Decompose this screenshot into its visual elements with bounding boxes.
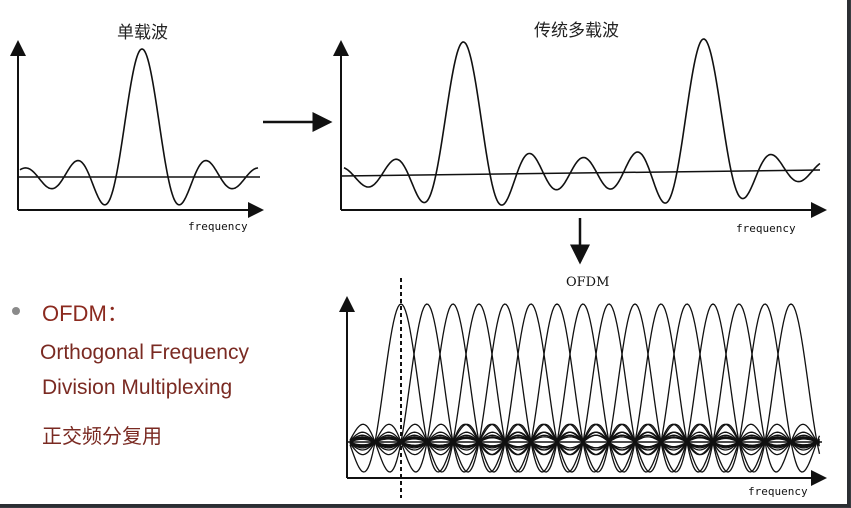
multi-carrier-xlabel: frequency bbox=[736, 222, 796, 235]
bullet-line-1: Orthogonal Frequency bbox=[40, 341, 249, 364]
multi-carrier-axes bbox=[333, 40, 827, 218]
ofdm-xlabel: frequency bbox=[748, 485, 808, 498]
ofdm-subcarriers bbox=[349, 303, 821, 473]
multi-carrier-spectrum bbox=[343, 38, 821, 206]
bullet-chinese: 正交频分复用 bbox=[42, 424, 162, 448]
bullet-point bbox=[12, 307, 20, 315]
bullet-title: OFDM： bbox=[42, 301, 129, 326]
ofdm-axes bbox=[339, 296, 827, 486]
single-carrier-spectrum bbox=[19, 48, 259, 206]
ofdm-title: OFDM bbox=[566, 275, 610, 290]
multi-carrier-title: 传统多载波 bbox=[534, 21, 619, 41]
single-carrier-xlabel: frequency bbox=[188, 220, 248, 233]
single-carrier-title: 单载波 bbox=[117, 23, 168, 43]
bullet-line-2: Division Multiplexing bbox=[42, 376, 233, 399]
